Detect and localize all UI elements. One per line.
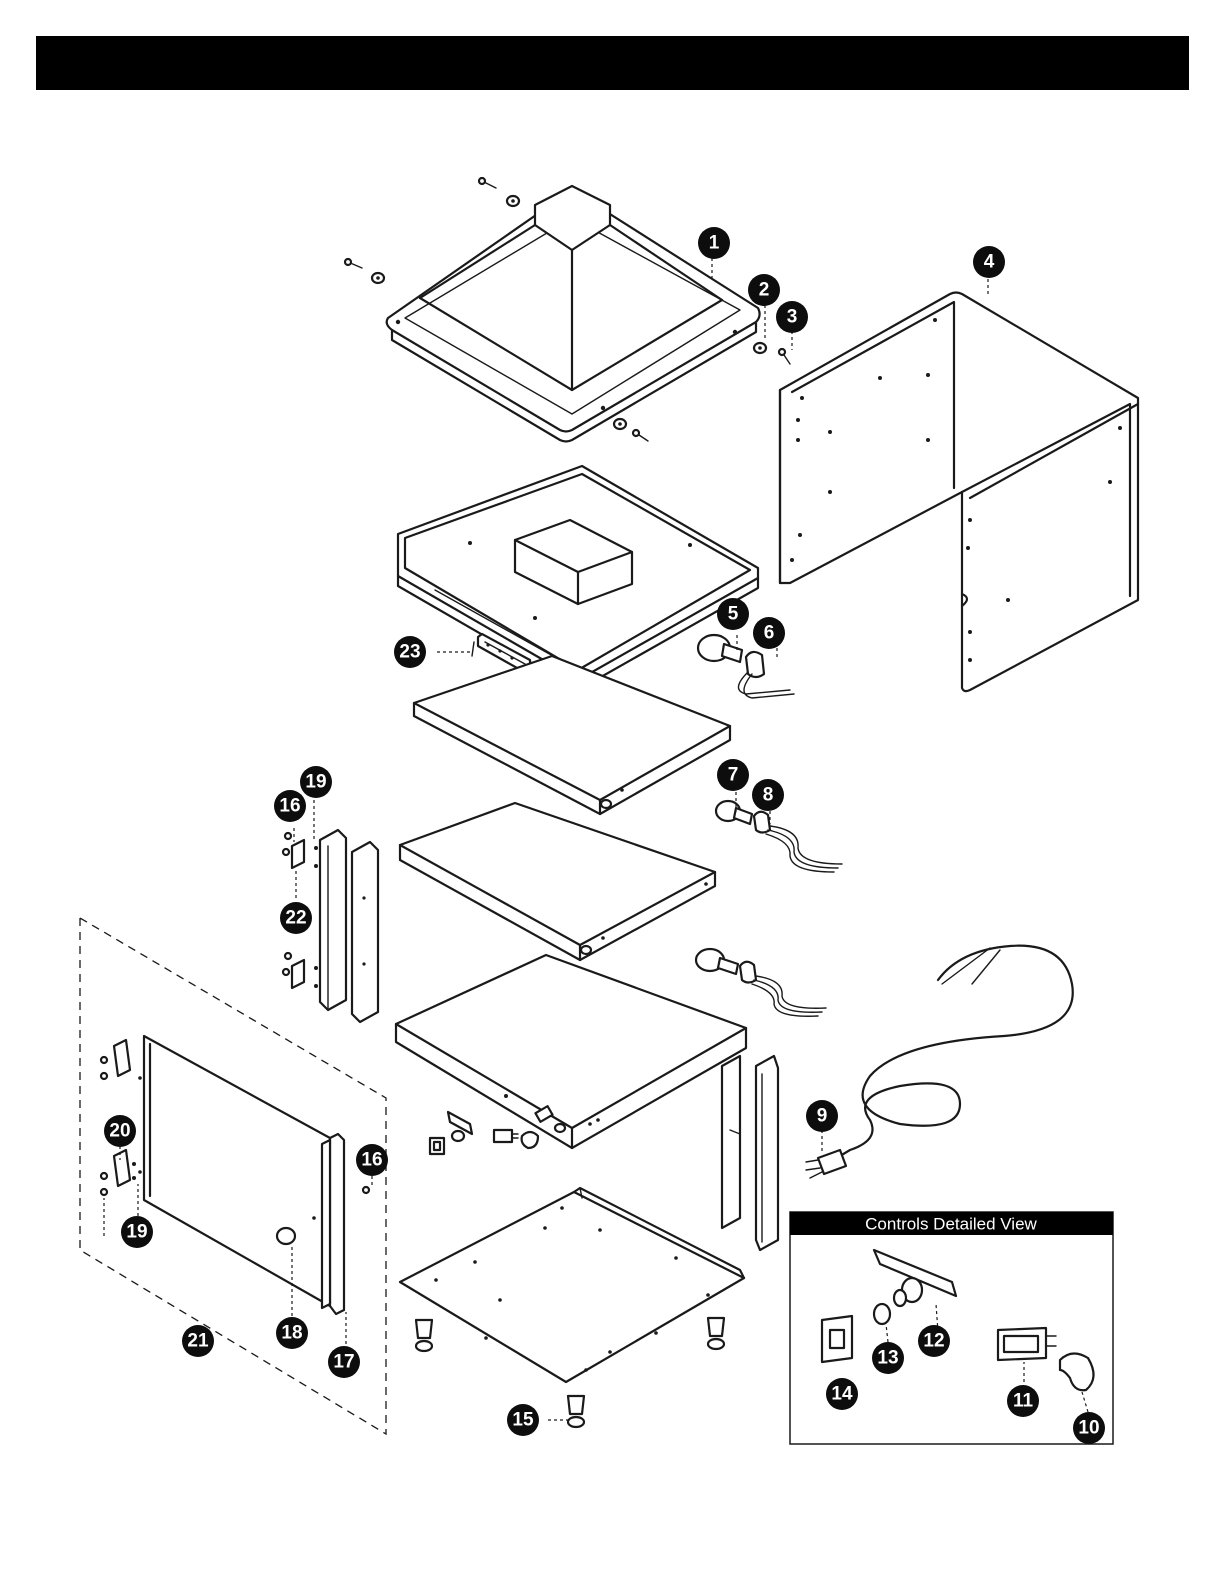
- svg-text:19: 19: [305, 772, 326, 793]
- callout-16: 16: [274, 790, 306, 822]
- svg-text:9: 9: [817, 1106, 828, 1127]
- callout-19-door: 19: [121, 1216, 153, 1248]
- callout-16-door: 16: [356, 1144, 388, 1176]
- bulb-and-socket-mid: [716, 801, 842, 872]
- shelf-1: [414, 656, 730, 814]
- callout-14: 14: [826, 1378, 858, 1410]
- callout-5: 5: [717, 598, 749, 630]
- callout-20: 20: [104, 1115, 136, 1147]
- callout-15: 15: [507, 1404, 539, 1436]
- svg-text:19: 19: [126, 1222, 147, 1243]
- svg-text:11: 11: [1013, 1391, 1034, 1412]
- svg-text:20: 20: [109, 1121, 130, 1142]
- callout-8: 8: [752, 779, 784, 811]
- callout-10: 10: [1073, 1412, 1105, 1444]
- bulb-and-socket-low: [696, 949, 826, 1016]
- callout-3: 3: [776, 301, 808, 333]
- callout-11: 11: [1007, 1385, 1039, 1417]
- callout-21: 21: [182, 1325, 214, 1357]
- callout-7: 7: [717, 759, 749, 791]
- svg-text:14: 14: [831, 1384, 853, 1405]
- callout-19: 19: [300, 766, 332, 798]
- svg-text:21: 21: [187, 1331, 209, 1352]
- svg-text:4: 4: [984, 252, 995, 273]
- callout-23: 23: [394, 636, 426, 668]
- svg-text:12: 12: [923, 1331, 944, 1352]
- svg-text:13: 13: [877, 1348, 898, 1369]
- callout-9: 9: [806, 1100, 838, 1132]
- svg-text:3: 3: [787, 307, 798, 328]
- power-cord-part: [806, 946, 1073, 1178]
- wrap-panel-part: [780, 293, 1138, 692]
- svg-text:8: 8: [763, 785, 774, 806]
- svg-text:6: 6: [764, 623, 775, 644]
- svg-text:16: 16: [279, 796, 300, 817]
- svg-text:10: 10: [1078, 1418, 1099, 1439]
- svg-text:7: 7: [728, 765, 739, 786]
- svg-text:17: 17: [333, 1352, 354, 1373]
- callout-18: 18: [276, 1317, 308, 1349]
- callout-22: 22: [280, 902, 312, 934]
- svg-text:1: 1: [709, 233, 720, 254]
- callout-6: 6: [753, 617, 785, 649]
- door-part: [101, 1036, 369, 1314]
- inset-title: Controls Detailed View: [865, 1215, 1037, 1234]
- svg-text:22: 22: [285, 908, 306, 929]
- callout-17: 17: [328, 1346, 360, 1378]
- svg-text:18: 18: [281, 1323, 302, 1344]
- base-plate: [400, 1188, 744, 1382]
- hood-part: [387, 186, 760, 442]
- svg-text:15: 15: [512, 1410, 534, 1431]
- svg-text:5: 5: [728, 604, 739, 625]
- callout-12: 12: [918, 1325, 950, 1357]
- svg-text:23: 23: [399, 642, 420, 663]
- callout-13: 13: [872, 1342, 904, 1374]
- right-corner-posts: [722, 1056, 778, 1250]
- svg-text:16: 16: [361, 1150, 382, 1171]
- callout-1: 1: [698, 227, 730, 259]
- svg-text:2: 2: [759, 280, 770, 301]
- shelf-2: [400, 803, 715, 960]
- callout-2: 2: [748, 274, 780, 306]
- callout-4: 4: [973, 246, 1005, 278]
